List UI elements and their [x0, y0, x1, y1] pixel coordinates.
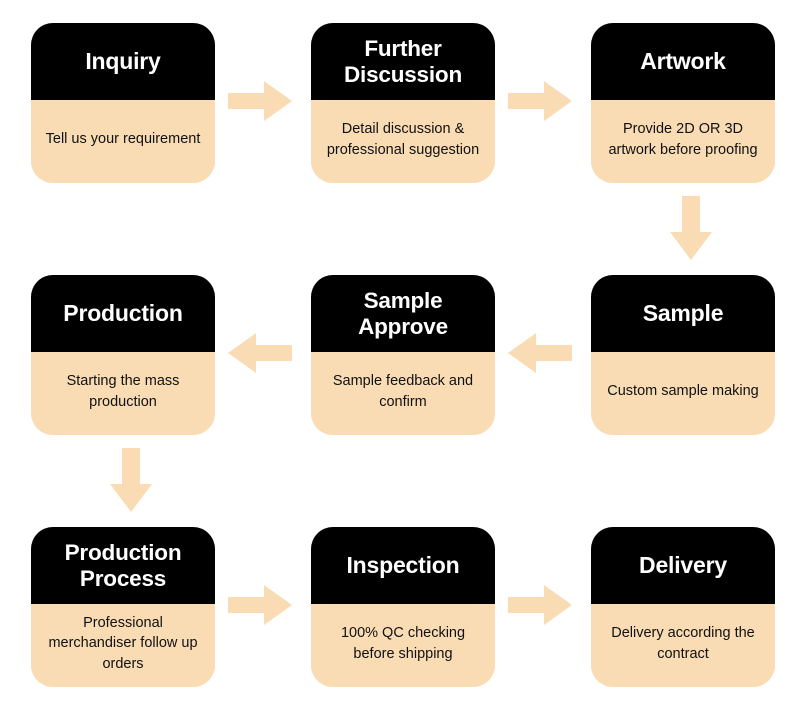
step-title-sample-approve: Sample Approve [311, 275, 495, 352]
step-title-delivery: Delivery [591, 527, 775, 604]
step-title-text: Production [63, 299, 183, 326]
step-description-text: Detail discussion & professional suggest… [326, 120, 480, 158]
step-description-inquiry: Tell us your requirement [31, 100, 215, 183]
flow-step-inspection[interactable]: Inspection 100% QC checking before shipp… [311, 527, 495, 687]
step-description-sample-approve: Sample feedback and confirm [311, 352, 495, 435]
step-description-inspection: 100% QC checking before shipping [311, 604, 495, 687]
step-description-further-discussion: Detail discussion & professional suggest… [311, 100, 495, 183]
flow-step-production[interactable]: Production Starting the mass production [31, 275, 215, 435]
step-title-text: Artwork [640, 47, 726, 74]
flow-step-inquiry[interactable]: Inquiry Tell us your requirement [31, 23, 215, 183]
arrow-right-inspection-to-delivery [508, 582, 572, 628]
step-title-text: Sample [642, 299, 724, 326]
step-title-text: Production Process [64, 540, 182, 591]
flow-step-artwork[interactable]: Artwork Provide 2D OR 3D artwork before … [591, 23, 775, 183]
step-title-further-discussion: Further Discussion [311, 23, 495, 100]
arrow-left-sample-approve-to-production [228, 330, 292, 376]
step-description-text: Custom sample making [607, 383, 759, 400]
step-title-text: Inquiry [85, 47, 161, 74]
arrow-down-production-to-production-process [108, 448, 154, 512]
step-title-production-process: Production Process [31, 527, 215, 604]
step-title-text: Further Discussion [343, 36, 463, 87]
step-description-text: Delivery according the contract [611, 624, 755, 662]
flow-step-sample-approve[interactable]: Sample Approve Sample feedback and confi… [311, 275, 495, 435]
step-description-text: Starting the mass production [66, 372, 180, 410]
step-description-sample: Custom sample making [591, 352, 775, 435]
step-description-production-process: Professional merchandiser follow up orde… [31, 604, 215, 687]
step-title-text: Delivery [639, 551, 727, 578]
arrow-right-further-discussion-to-artwork [508, 78, 572, 124]
step-description-artwork: Provide 2D OR 3D artwork before proofing [591, 100, 775, 183]
flow-step-sample[interactable]: Sample Custom sample making [591, 275, 775, 435]
step-description-text: Provide 2D OR 3D artwork before proofing [608, 120, 758, 158]
step-description-text: Professional merchandiser follow up orde… [48, 614, 198, 672]
arrow-down-artwork-to-sample [668, 196, 714, 260]
arrow-right-inquiry-to-further-discussion [228, 78, 292, 124]
step-title-production: Production [31, 275, 215, 352]
arrow-right-production-process-to-inspection [228, 582, 292, 628]
step-title-inspection: Inspection [311, 527, 495, 604]
arrow-left-sample-to-sample-approve [508, 330, 572, 376]
step-title-text: Sample Approve [358, 288, 448, 339]
flow-step-delivery[interactable]: Delivery Delivery according the contract [591, 527, 775, 687]
step-description-delivery: Delivery according the contract [591, 604, 775, 687]
step-title-artwork: Artwork [591, 23, 775, 100]
step-title-text: Inspection [346, 551, 460, 578]
flow-step-further-discussion[interactable]: Further Discussion Detail discussion & p… [311, 23, 495, 183]
step-description-text: 100% QC checking before shipping [340, 624, 466, 662]
step-description-production: Starting the mass production [31, 352, 215, 435]
step-description-text: Sample feedback and confirm [332, 372, 474, 410]
step-title-inquiry: Inquiry [31, 23, 215, 100]
step-description-text: Tell us your requirement [45, 131, 201, 148]
step-title-sample: Sample [591, 275, 775, 352]
flow-step-production-process[interactable]: Production Process Professional merchand… [31, 527, 215, 687]
